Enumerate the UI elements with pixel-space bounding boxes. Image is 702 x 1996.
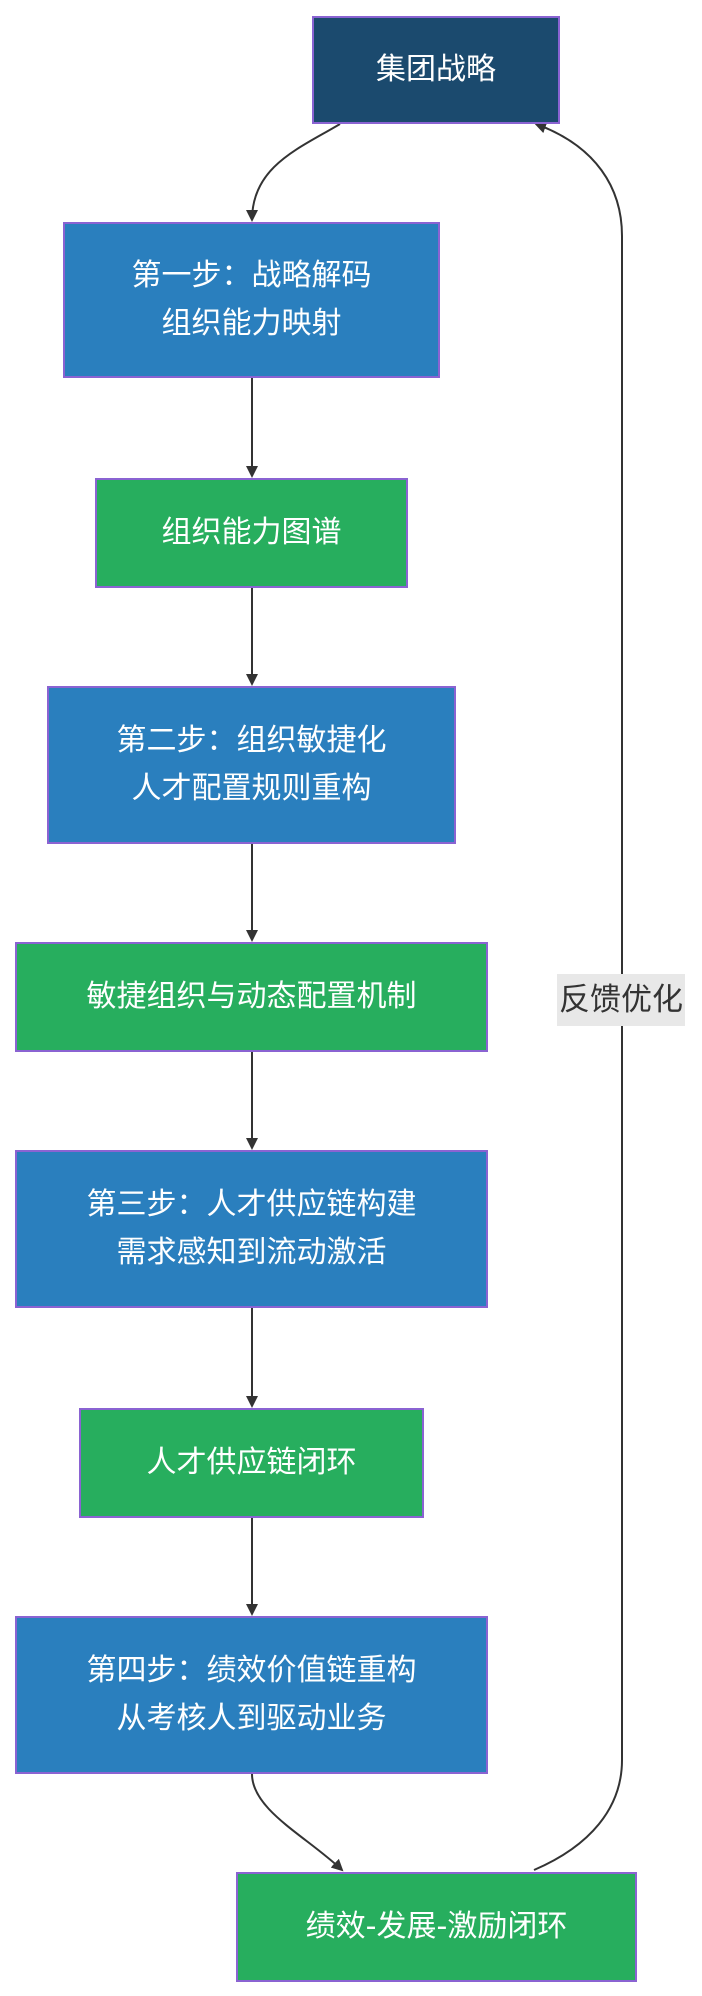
- edge-step4-to-performance-loop: [251, 1773, 344, 1872]
- node-step1-line2: 组织能力映射: [161, 306, 342, 341]
- node-step1-line1: 第一步：战略解码: [131, 258, 372, 293]
- node-capability-map-label: 组织能力图谱: [161, 515, 342, 550]
- node-step4-line1: 第四步：绩效价值链重构: [86, 1653, 417, 1688]
- node-agile-mechanism[interactable]: 敏捷组织与动态配置机制: [15, 942, 488, 1052]
- node-step3-line1: 第三步：人才供应链构建: [86, 1187, 417, 1222]
- node-step3-line2: 需求感知到流动激活: [116, 1235, 387, 1270]
- node-step2[interactable]: 第二步：组织敏捷化 人才配置规则重构: [47, 686, 456, 844]
- node-step1[interactable]: 第一步：战略解码 组织能力映射: [63, 222, 440, 378]
- node-performance-loop-label: 绩效-发展-激励闭环: [305, 1909, 568, 1944]
- node-step2-line2: 人才配置规则重构: [131, 771, 372, 806]
- node-agile-mechanism-label: 敏捷组织与动态配置机制: [86, 979, 417, 1014]
- feedback-edge-label: 反馈优化: [557, 974, 685, 1026]
- node-step2-line1: 第二步：组织敏捷化: [116, 723, 387, 758]
- node-group-strategy[interactable]: 集团战略: [312, 16, 560, 124]
- node-supply-chain-loop-label: 人才供应链闭环: [146, 1445, 357, 1480]
- node-step4-line2: 从考核人到驱动业务: [116, 1701, 387, 1736]
- node-step3[interactable]: 第三步：人才供应链构建 需求感知到流动激活: [15, 1150, 488, 1308]
- node-step4[interactable]: 第四步：绩效价值链重构 从考核人到驱动业务: [15, 1616, 488, 1774]
- node-supply-chain-loop[interactable]: 人才供应链闭环: [79, 1408, 424, 1518]
- node-group-strategy-label: 集团战略: [376, 52, 496, 87]
- edge-strategy-to-step1: [246, 123, 341, 222]
- node-performance-loop[interactable]: 绩效-发展-激励闭环: [236, 1872, 637, 1982]
- node-capability-map[interactable]: 组织能力图谱: [95, 478, 408, 588]
